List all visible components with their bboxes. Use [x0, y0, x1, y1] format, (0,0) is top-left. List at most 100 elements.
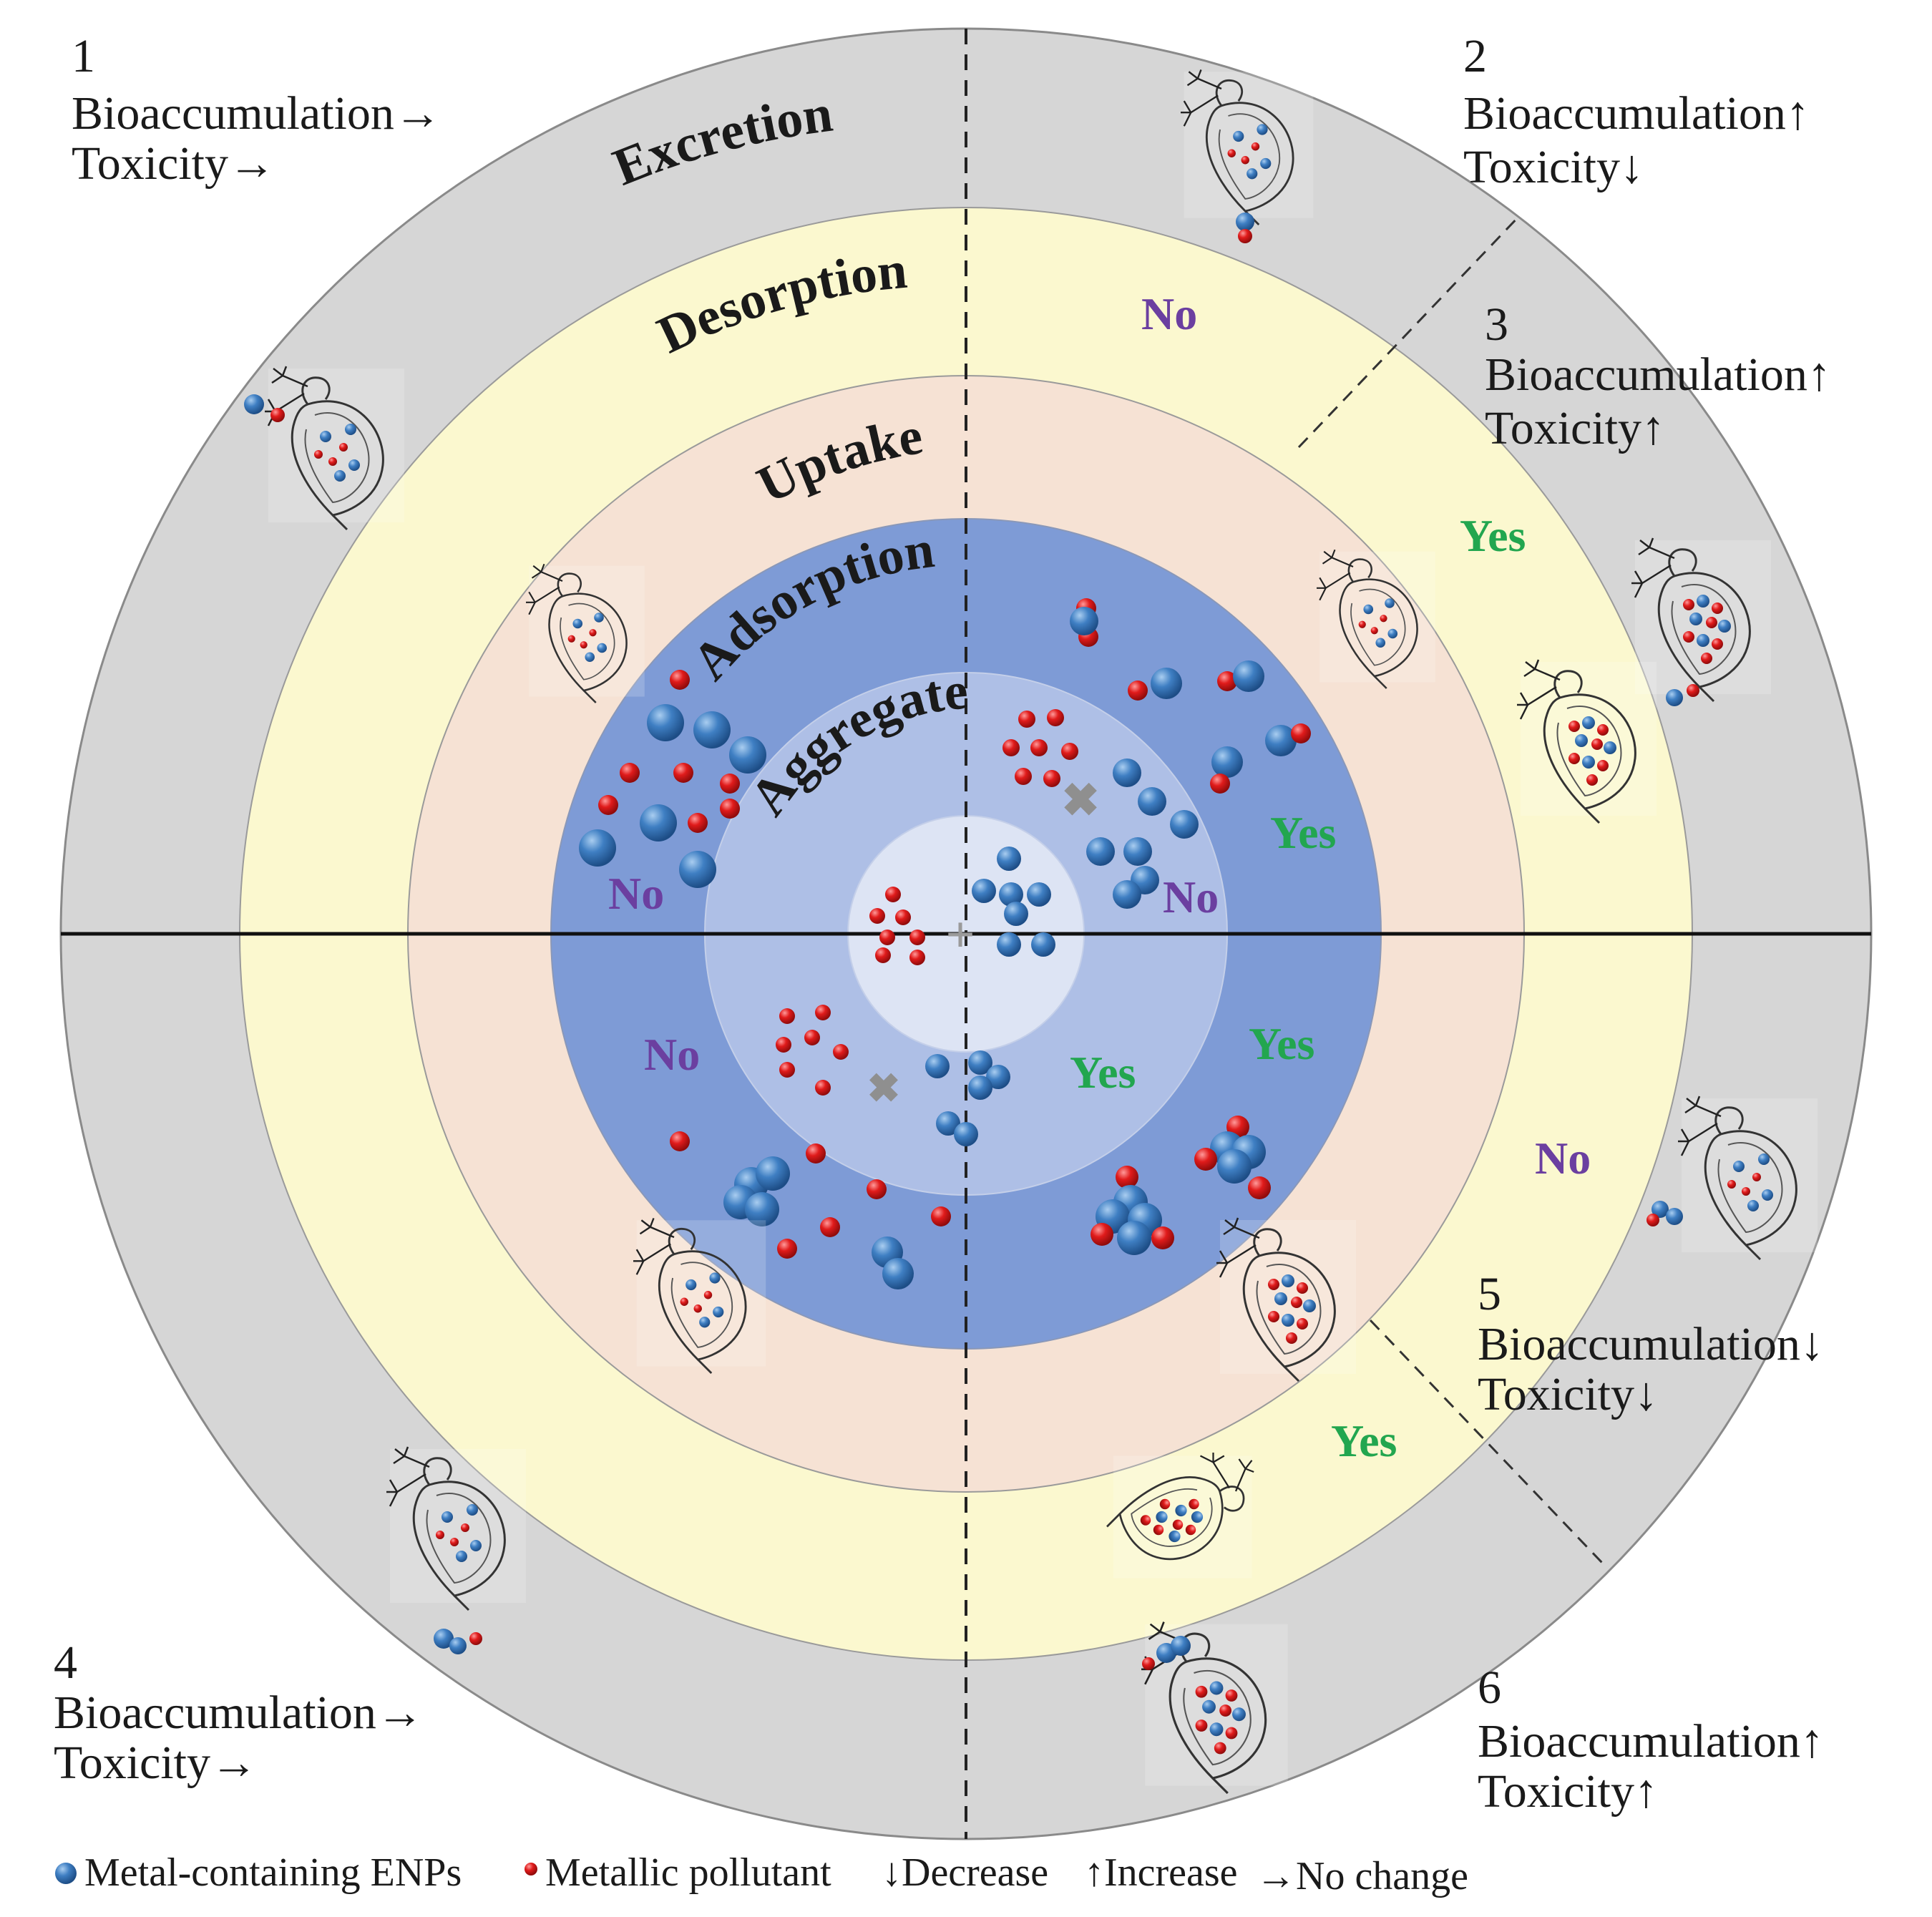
enp-particle: [729, 736, 766, 774]
scenario-4-bioaccumulation: Bioaccumulation→: [54, 1687, 424, 1739]
daphnia-icon: [1216, 1217, 1356, 1382]
scenario-5-number: 5: [1478, 1268, 1501, 1320]
scenario-6: 6 Bioaccumulation↑ Toxicity↑: [1478, 1662, 1824, 1818]
enp-particle: [745, 1192, 779, 1226]
pollutant-particle: [469, 1632, 482, 1645]
pollutant-particle: [777, 1239, 797, 1259]
pollutant-particle: [1151, 1226, 1174, 1249]
enp-particle: [986, 1065, 1010, 1089]
scenario-2: 2 Bioaccumulation↑ Toxicity↓: [1463, 30, 1810, 193]
scenario-6-number: 6: [1478, 1662, 1501, 1714]
scenario-6-toxicity: Toxicity↑: [1478, 1765, 1658, 1818]
enp-particle: [1217, 1149, 1252, 1184]
legend-enp-icon: [55, 1863, 77, 1884]
legend-decrease-label: ↓Decrease: [882, 1850, 1048, 1895]
pollutant-particle: [833, 1044, 849, 1060]
enp-particle: [1004, 902, 1028, 926]
plus-symbol: +: [945, 906, 975, 963]
enp-particle: [1070, 607, 1098, 635]
pollutant-particle: [815, 1080, 831, 1096]
daphnia-icon: [1106, 1452, 1254, 1579]
legend: Metal-containing ENPs Metallic pollutant…: [55, 1850, 1468, 1898]
enp-particle: [756, 1156, 790, 1191]
daphnia-icon: [525, 563, 645, 703]
no-answer-adsorption-left: No: [608, 868, 664, 919]
pollutant-particle: [688, 813, 708, 833]
scenario-3: 3 Bioaccumulation↑ Toxicity↑: [1485, 298, 1831, 454]
daphnia-icon: [386, 1446, 526, 1611]
pollutant-particle: [909, 950, 925, 965]
scenario-1-bioaccumulation: Bioaccumulation→: [72, 87, 441, 140]
cross-symbol-lower: ✖: [867, 1067, 901, 1111]
pollutant-particle: [867, 1179, 887, 1199]
daphnia-icon: [1180, 69, 1314, 226]
pollutant-particle: [779, 1062, 795, 1078]
no-answer-adsorption-lower: No: [644, 1029, 700, 1080]
legend-pollutant-label: Metallic pollutant: [545, 1850, 831, 1895]
enp-particle: [997, 932, 1021, 957]
pollutant-particle: [1018, 711, 1035, 728]
pollutant-particle: [720, 774, 740, 794]
yes-answer-desorption-bottom: Yes: [1331, 1415, 1397, 1466]
pollutant-particle: [670, 670, 690, 690]
center-symbols: + ✖ ✖: [867, 775, 1100, 1111]
daphnia-icon: [1631, 537, 1771, 703]
enp-particle: [647, 704, 684, 741]
enp-particle: [693, 711, 731, 748]
enp-particle: [244, 394, 264, 414]
enp-particle: [972, 879, 996, 903]
pollutant-particle: [815, 1005, 831, 1020]
legend-pollutant-icon: [525, 1863, 537, 1875]
pollutant-particle: [1116, 1166, 1138, 1189]
pollutant-particle: [1091, 1223, 1113, 1246]
no-answer-desorption-top: No: [1141, 288, 1197, 339]
enp-particle: [434, 1629, 454, 1649]
pollutant-particle: [1210, 774, 1230, 794]
scenario-2-bioaccumulation: Bioaccumulation↑: [1463, 87, 1810, 140]
enp-particle: [1233, 660, 1264, 692]
pollutant-particle: [909, 930, 925, 945]
scenario-5: 5 Bioaccumulation↓ Toxicity↓: [1478, 1268, 1824, 1420]
scenario-3-toxicity: Toxicity↑: [1485, 402, 1665, 454]
no-answer-aggregate-upper: No: [1163, 872, 1219, 922]
enp-particle: [1666, 689, 1683, 706]
enp-particle: [1170, 810, 1199, 839]
enp-particle: [997, 847, 1021, 871]
daphnia-icon: [633, 1217, 766, 1375]
yes-answer-desorption-right: Yes: [1460, 510, 1526, 561]
scenario-1-number: 1: [72, 30, 95, 82]
enp-particle: [1113, 758, 1141, 787]
scenario-4-toxicity: Toxicity→: [54, 1737, 258, 1789]
enp-particle: [1151, 668, 1182, 699]
enp-particle: [968, 1075, 992, 1100]
pollutant-particle: [885, 887, 901, 902]
pollutant-particle: [1194, 1148, 1217, 1171]
enp-particle: [1113, 880, 1141, 909]
answers: No Yes Yes No No No Yes Yes No Yes: [608, 288, 1591, 1466]
enp-particle: [925, 1054, 950, 1078]
pollutant-particle: [1291, 723, 1311, 743]
enp-particle: [882, 1258, 914, 1289]
scenario-3-number: 3: [1485, 298, 1508, 351]
pollutant-particle: [1015, 768, 1032, 785]
pollutant-particle: [1142, 1657, 1155, 1670]
daphnia-icon: [265, 366, 404, 531]
yes-answer-adsorption-upper: Yes: [1270, 807, 1336, 858]
pollutant-particle: [1002, 739, 1020, 756]
pollutant-particle: [895, 909, 911, 925]
yes-answer-aggregate-lower: Yes: [1070, 1047, 1136, 1098]
daphnia-icon: [1678, 1096, 1818, 1261]
pollutant-particle: [1061, 743, 1078, 760]
pollutant-particle: [804, 1030, 820, 1045]
enp-particle: [1117, 1221, 1151, 1255]
enp-particle: [1031, 932, 1055, 957]
enp-particle: [679, 851, 716, 888]
pollutant-particle: [673, 763, 693, 783]
enp-particle: [968, 1050, 992, 1075]
pollutant-particle: [875, 947, 891, 963]
legend-increase-label: ↑Increase: [1084, 1850, 1238, 1895]
legend-nochange-label: →No change: [1256, 1854, 1468, 1898]
pollutant-particle: [931, 1206, 951, 1226]
no-answer-desorption-lower: No: [1535, 1133, 1591, 1184]
